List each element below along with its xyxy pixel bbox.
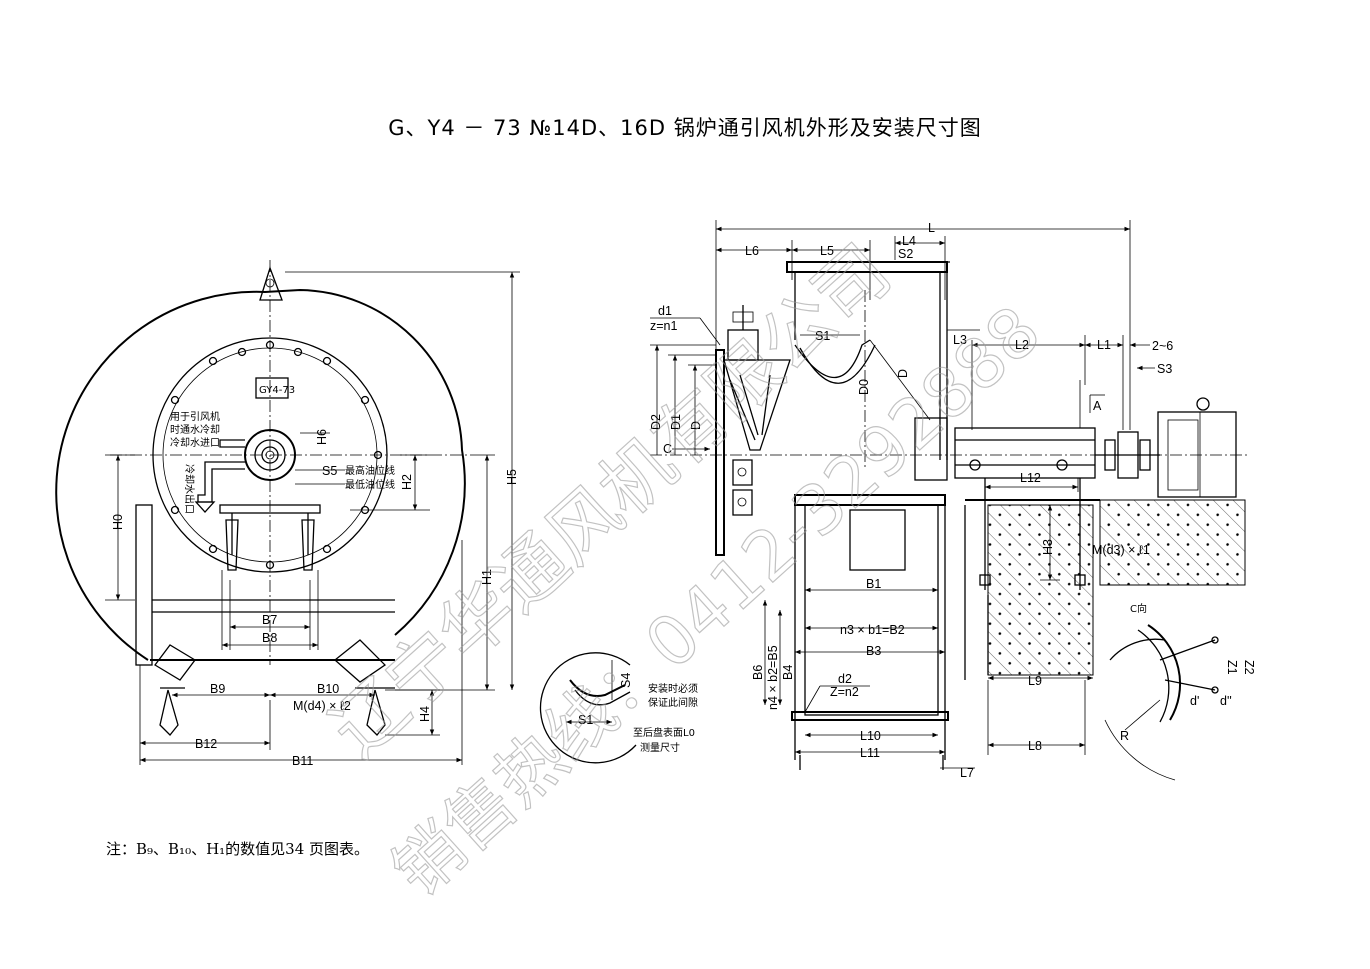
dim-l6: L6	[745, 244, 759, 258]
dim-l10: L10	[860, 729, 881, 743]
dim-l3: L3	[953, 333, 967, 347]
dim-d0: D0	[857, 379, 871, 395]
dim-h2: H2	[400, 474, 414, 490]
dim-d2: D2	[649, 414, 663, 430]
cooling-text-2: 时通水冷却	[170, 423, 220, 436]
dim-d2-small: d2	[838, 672, 852, 686]
detail-s4: S4	[619, 673, 633, 688]
right-foot	[333, 639, 387, 683]
footnote: 注：B₉、B₁₀、H₁的数值见34 页图表。	[106, 840, 370, 858]
c-view-z1: Z1	[1225, 660, 1239, 675]
measure-text-1: 至后盘表面L0	[633, 726, 695, 739]
motor	[1157, 411, 1237, 498]
c-view-z2: Z2	[1242, 660, 1256, 675]
dim-m-d4: M(d4) × ℓ2	[293, 699, 351, 713]
dim-d1: d1	[658, 304, 672, 318]
dim-l11: L11	[860, 746, 880, 760]
dim-h0: H0	[111, 514, 125, 530]
left-foot	[154, 644, 196, 681]
dim-z-n1: z=n1	[650, 319, 678, 333]
clearance-detail: S4 S1 安装时必须 保证此间隙 至后盘表面L0 测量尺寸	[539, 652, 698, 764]
nameplate	[255, 377, 289, 399]
dim-d1-big: D1	[669, 414, 683, 430]
c-view-d1: d'	[1190, 694, 1199, 708]
dim-l9: L9	[1028, 674, 1042, 688]
dim-l2: L2	[1015, 338, 1029, 352]
pedestal-plate	[219, 504, 321, 514]
dim-z-n2: Z=n2	[830, 685, 859, 699]
dim-b8: B8	[262, 631, 277, 645]
clearance-text-2: 保证此间隙	[648, 696, 698, 709]
nameplate-text: GY4-73	[259, 385, 295, 396]
dim-n4-b2: n4 × b2=B5	[766, 645, 780, 710]
c-view-d2: d''	[1220, 694, 1232, 708]
dim-r-l1: L1	[1097, 338, 1111, 352]
dim-d-small: D	[896, 369, 910, 378]
dim-b10: B10	[317, 682, 339, 696]
dim-a: A	[1093, 399, 1102, 413]
lifting-lug	[259, 265, 283, 301]
coupling	[1117, 431, 1139, 479]
dim-gap: 2~6	[1152, 339, 1173, 353]
dim-h3: H3	[1041, 539, 1055, 555]
dim-rs1: S1	[815, 329, 830, 343]
c-view-label: C向	[1130, 602, 1147, 615]
motor-foundation	[1099, 499, 1246, 586]
cooling-outlet-text: 冷却水出口	[183, 464, 196, 514]
dim-n3-b1: n3 × b1=B2	[840, 623, 905, 637]
measure-text-2: 测量尺寸	[640, 741, 680, 754]
inlet-flange	[715, 349, 725, 556]
oil-min-text: 最低油位线	[345, 478, 395, 491]
dim-s5: S5	[322, 464, 337, 478]
dim-s3: S3	[1157, 362, 1172, 376]
outlet-duct	[804, 504, 939, 716]
clearance-text-1: 安装时必须	[648, 682, 698, 695]
dim-b9: B9	[210, 682, 225, 696]
dim-h6: H6	[315, 429, 329, 445]
cooling-text-3: 冷却水进口	[170, 436, 220, 449]
dim-b3: B3	[866, 644, 881, 658]
oil-max-text: 最高油位线	[345, 464, 395, 477]
dim-b11: B11	[292, 754, 313, 768]
front-view: GY4-73 用于引风机 时通水冷却 冷却水进口 冷却水出口 最高油位线 最低油…	[55, 260, 520, 768]
c-view-r: R	[1120, 729, 1129, 743]
cooling-text-1: 用于引风机	[170, 410, 220, 423]
dim-h1: H1	[480, 569, 494, 585]
dim-l4: L4	[902, 234, 916, 248]
c-view: C向 d' d'' Z1 Z2 R	[1104, 602, 1256, 781]
dim-h4: H4	[418, 706, 432, 722]
volute-casing	[55, 288, 466, 661]
foundation-block	[987, 504, 1094, 676]
dim-l5: L5	[820, 244, 834, 258]
bearing-housing	[954, 427, 1096, 479]
dim-d-big: D	[689, 421, 703, 430]
dim-s2: S2	[898, 247, 913, 261]
side-view: L L6 L5 L4 S2 S1 D0 D L3	[649, 220, 1250, 780]
dim-l7: L7	[960, 766, 974, 780]
outlet-flange	[135, 504, 153, 666]
dim-l8: L8	[1028, 739, 1042, 753]
dim-b4: B4	[781, 665, 795, 680]
dim-b1: B1	[866, 577, 881, 591]
c-view-arc	[1147, 624, 1182, 721]
dim-b7: B7	[262, 613, 277, 627]
dim-b6: B6	[751, 665, 765, 680]
dim-h5: H5	[505, 469, 519, 485]
dim-c: C	[663, 442, 672, 456]
dim-b12: B12	[195, 737, 217, 751]
dim-m-d3: M(d3) × ℓ1	[1092, 543, 1150, 557]
detail-s1: S1	[578, 713, 593, 727]
drawing-title: G、Y4 － 73 №14D、16D 锅炉通引风机外形及安装尺寸图	[388, 116, 982, 140]
dim-l12: L12	[1020, 471, 1041, 485]
inlet-cone	[794, 339, 871, 378]
dim-l: L	[928, 221, 935, 235]
